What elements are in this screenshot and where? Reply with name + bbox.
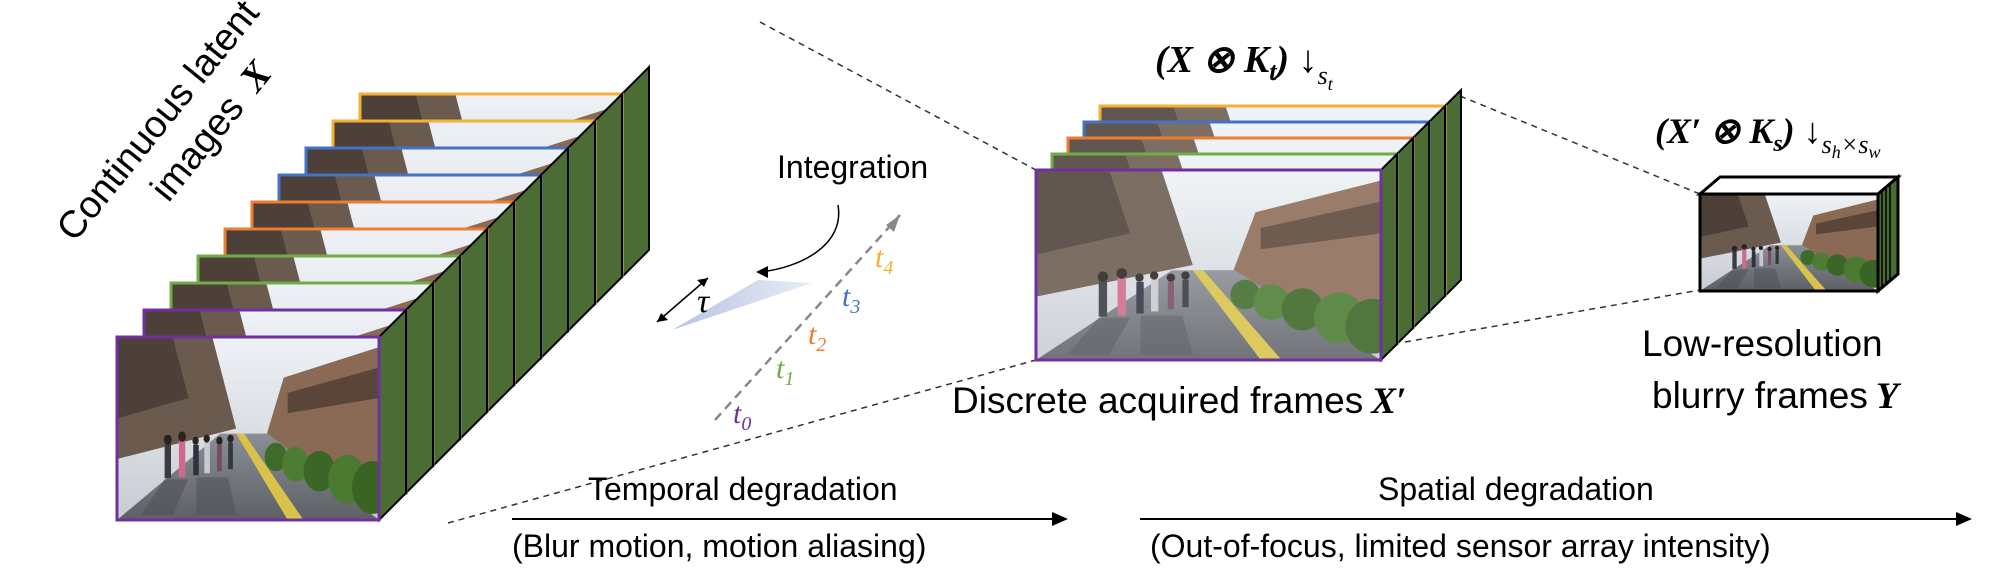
integration-arrow — [759, 204, 840, 273]
acquired-frame-stack — [1034, 87, 1462, 363]
middle-formula: (X ⊗ Kt) ↓st — [1155, 39, 1334, 94]
right-caption-line1: Low-resolution — [1642, 323, 1883, 364]
temporal-subtitle: (Blur motion, motion aliasing) — [512, 528, 926, 564]
spatial-title: Spatial degradation — [1378, 471, 1654, 507]
time-label-t3: t3 — [842, 280, 860, 318]
temporal-title: Temporal degradation — [588, 471, 898, 507]
time-axis — [656, 214, 901, 421]
tau-label: τ — [697, 283, 711, 320]
latent-frame — [115, 307, 407, 523]
time-label-t2: t2 — [808, 318, 826, 356]
time-label-t1: t1 — [776, 352, 794, 390]
low-res-frame — [1695, 173, 1903, 295]
right-formula: (X′ ⊗ Ks) ↓sh×sw — [1655, 111, 1880, 162]
integration-window — [672, 280, 812, 330]
spatial-subtitle: (Out-of-focus, limited sensor array inte… — [1150, 528, 1771, 564]
latent-frame-stack — [115, 64, 650, 523]
time-label-t0: t0 — [733, 397, 751, 435]
acquired-frame — [1034, 151, 1398, 363]
left-label-symbol: X — [231, 52, 281, 100]
integration-label: Integration — [777, 149, 928, 185]
projection-lines — [447, 21, 1701, 524]
spatial-axis: Spatial degradation (Out-of-focus, limit… — [1140, 471, 1972, 564]
time-label-t4: t4 — [875, 241, 893, 279]
time-labels: t0 t1 t2 t3 t4 — [733, 241, 893, 435]
temporal-axis: Temporal degradation (Blur motion, motio… — [512, 471, 1068, 564]
